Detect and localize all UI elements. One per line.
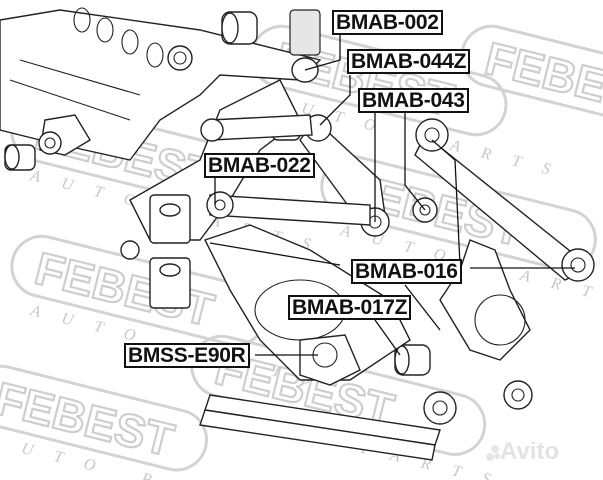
leader-lines <box>209 30 575 356</box>
avito-watermark: Avito <box>500 438 560 465</box>
label-bmss-e90r[interactable]: BMSS-E90R <box>124 343 250 368</box>
label-bmab-044z[interactable]: BMAB-044Z <box>347 49 471 74</box>
label-bmab-022[interactable]: BMAB-022 <box>204 153 315 178</box>
avito-logo-icon <box>486 445 500 461</box>
label-bmab-016[interactable]: BMAB-016 <box>351 259 462 284</box>
bushings <box>4 9 533 425</box>
label-bmab-043[interactable]: BMAB-043 <box>358 88 469 113</box>
svg-text:FEBEST: FEBEST <box>480 32 603 126</box>
label-bmab-017z[interactable]: BMAB-017Z <box>288 295 412 320</box>
label-bmab-002[interactable]: BMAB-002 <box>332 10 443 35</box>
